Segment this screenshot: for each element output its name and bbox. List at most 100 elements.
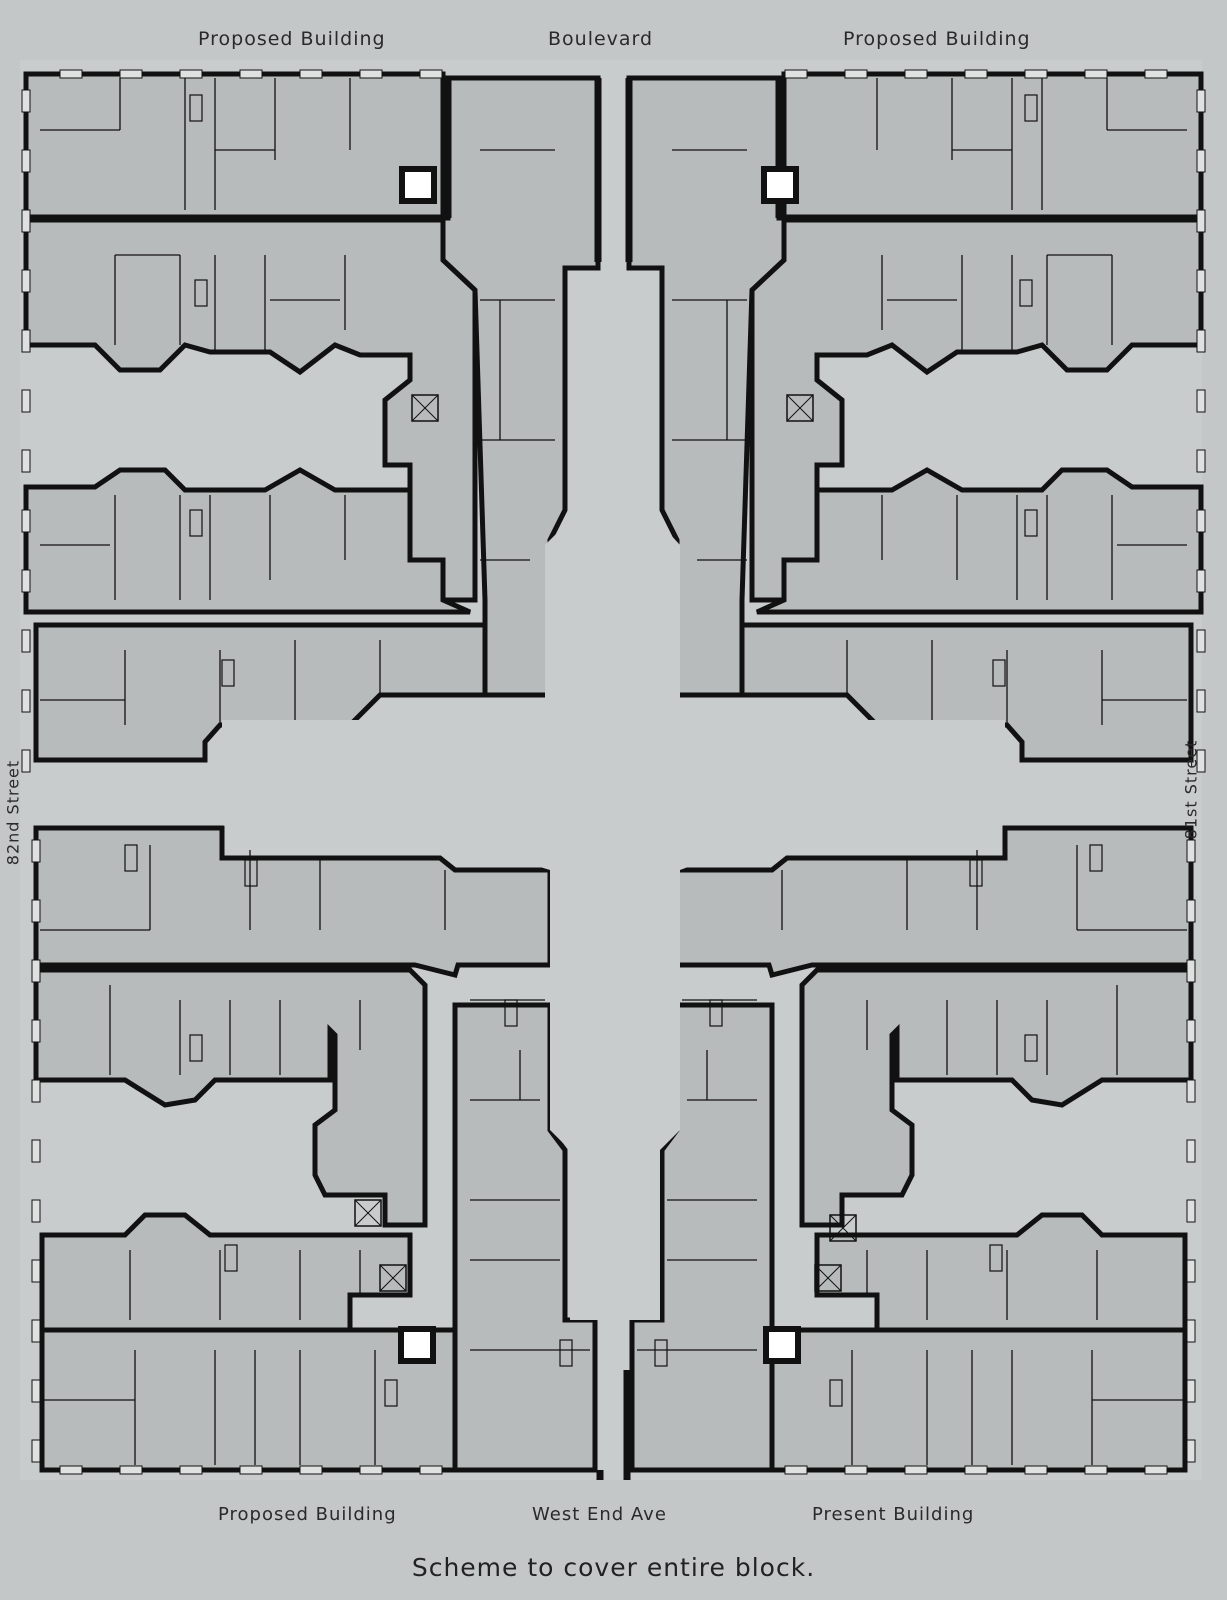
fixture-left-10 — [559, 1339, 573, 1367]
fixture-right-1 — [1019, 279, 1033, 307]
window-top-left-360 — [359, 69, 383, 79]
stair-box-2 — [379, 1264, 407, 1292]
window-top-right-120 — [1084, 69, 1108, 79]
window-bottom-left-240 — [239, 1465, 263, 1475]
central-court — [222, 272, 1005, 765]
window-top-left-300 — [299, 69, 323, 79]
window-81st-low-1320 — [1186, 1319, 1196, 1343]
stair-box-5 — [829, 1214, 857, 1242]
fixture-left-3 — [221, 659, 235, 687]
stair-cross-b-2 — [379, 1264, 407, 1292]
window-81st-330 — [1196, 329, 1206, 353]
fixture-left-1 — [194, 279, 208, 307]
fixture-left-2 — [189, 509, 203, 537]
right-upper-wing-bay-upper — [749, 217, 1204, 603]
window-bottom-left-360 — [359, 1465, 383, 1475]
window-81st-450 — [1196, 449, 1206, 473]
window-82nd-low-1080 — [31, 1079, 41, 1103]
window-82nd-low-1440 — [31, 1439, 41, 1463]
fixture-left-9 — [504, 999, 518, 1027]
fixture-right-5 — [969, 859, 983, 887]
left-lower-wing-bay-upper — [33, 967, 428, 1228]
label-81st-street: 81st Street — [1181, 739, 1201, 840]
window-bottom-left-180 — [179, 1465, 203, 1475]
window-82nd-450 — [21, 449, 31, 473]
elevator-shaft-3 — [763, 1326, 801, 1364]
stair-box-4 — [354, 1199, 382, 1227]
window-bottom-right-180 — [1024, 1465, 1048, 1475]
stair-box-1 — [786, 394, 814, 422]
label-82nd-street: 82nd Street — [3, 759, 23, 866]
elevator-shaft-0 — [399, 166, 437, 204]
window-81st-low-1140 — [1186, 1139, 1196, 1163]
stair-cross-b-0 — [411, 394, 439, 422]
fixture-right-4 — [1089, 844, 1103, 872]
stair-cross-b-1 — [786, 394, 814, 422]
left-upper-wing-boulevard — [23, 71, 446, 221]
window-81st-low-1440 — [1186, 1439, 1196, 1463]
fixture-right-6 — [1024, 1034, 1038, 1062]
window-81st-750 — [1196, 749, 1206, 773]
window-bottom-right-240 — [964, 1465, 988, 1475]
window-81st-390 — [1196, 389, 1206, 413]
window-81st-270 — [1196, 269, 1206, 293]
window-82nd-low-960 — [31, 959, 41, 983]
fixture-right-3 — [992, 659, 1006, 687]
window-81st-low-960 — [1186, 959, 1196, 983]
window-81st-low-840 — [1186, 839, 1196, 863]
window-81st-low-1020 — [1186, 1019, 1196, 1043]
label-proposed-building-top-right: Proposed Building — [843, 28, 1031, 50]
window-81st-low-900 — [1186, 899, 1196, 923]
window-top-left-120 — [119, 69, 143, 79]
window-81st-low-1380 — [1186, 1379, 1196, 1403]
central-court-lower — [222, 765, 1005, 1320]
window-bottom-left-420 — [419, 1465, 443, 1475]
window-82nd-150 — [21, 149, 31, 173]
window-82nd-510 — [21, 509, 31, 533]
fixture-right-8 — [829, 1379, 843, 1407]
window-top-right-180 — [1024, 69, 1048, 79]
elevator-shaft-2 — [398, 1326, 436, 1364]
window-bottom-left-300 — [299, 1465, 323, 1475]
window-top-right-240 — [964, 69, 988, 79]
fixture-left-6 — [189, 1034, 203, 1062]
window-bottom-left-60 — [59, 1465, 83, 1475]
right-upper-wing-corridor — [626, 75, 787, 698]
stair-cross-b-4 — [354, 1199, 382, 1227]
window-82nd-low-1380 — [31, 1379, 41, 1403]
window-top-right-360 — [844, 69, 868, 79]
window-top-right-60 — [1144, 69, 1168, 79]
left-upper-wing-corridor — [440, 75, 601, 698]
window-bottom-right-300 — [904, 1465, 928, 1475]
window-81st-630 — [1196, 629, 1206, 653]
window-81st-570 — [1196, 569, 1206, 593]
window-82nd-330 — [21, 329, 31, 353]
fixture-left-0 — [189, 94, 203, 122]
label-boulevard: Boulevard — [548, 28, 654, 50]
window-81st-690 — [1196, 689, 1206, 713]
label-west-end-ave: West End Ave — [532, 1504, 667, 1525]
window-82nd-750 — [21, 749, 31, 773]
window-81st-150 — [1196, 149, 1206, 173]
window-82nd-570 — [21, 569, 31, 593]
window-bottom-left-120 — [119, 1465, 143, 1475]
fixture-left-5 — [244, 859, 258, 887]
window-top-left-420 — [419, 69, 443, 79]
window-bottom-right-360 — [844, 1465, 868, 1475]
window-82nd-low-1320 — [31, 1319, 41, 1343]
window-81st-low-1200 — [1186, 1199, 1196, 1223]
elevator-shaft-1 — [761, 166, 799, 204]
window-82nd-low-1200 — [31, 1199, 41, 1223]
window-bottom-right-60 — [1144, 1465, 1168, 1475]
window-82nd-low-1260 — [31, 1259, 41, 1283]
window-bottom-right-420 — [784, 1465, 808, 1475]
window-82nd-390 — [21, 389, 31, 413]
fixture-right-9 — [709, 999, 723, 1027]
window-81st-210 — [1196, 209, 1206, 233]
fixture-right-0 — [1024, 94, 1038, 122]
right-upper-wing-boulevard — [781, 71, 1204, 221]
fixture-left-8 — [384, 1379, 398, 1407]
stair-cross-b-5 — [829, 1214, 857, 1242]
